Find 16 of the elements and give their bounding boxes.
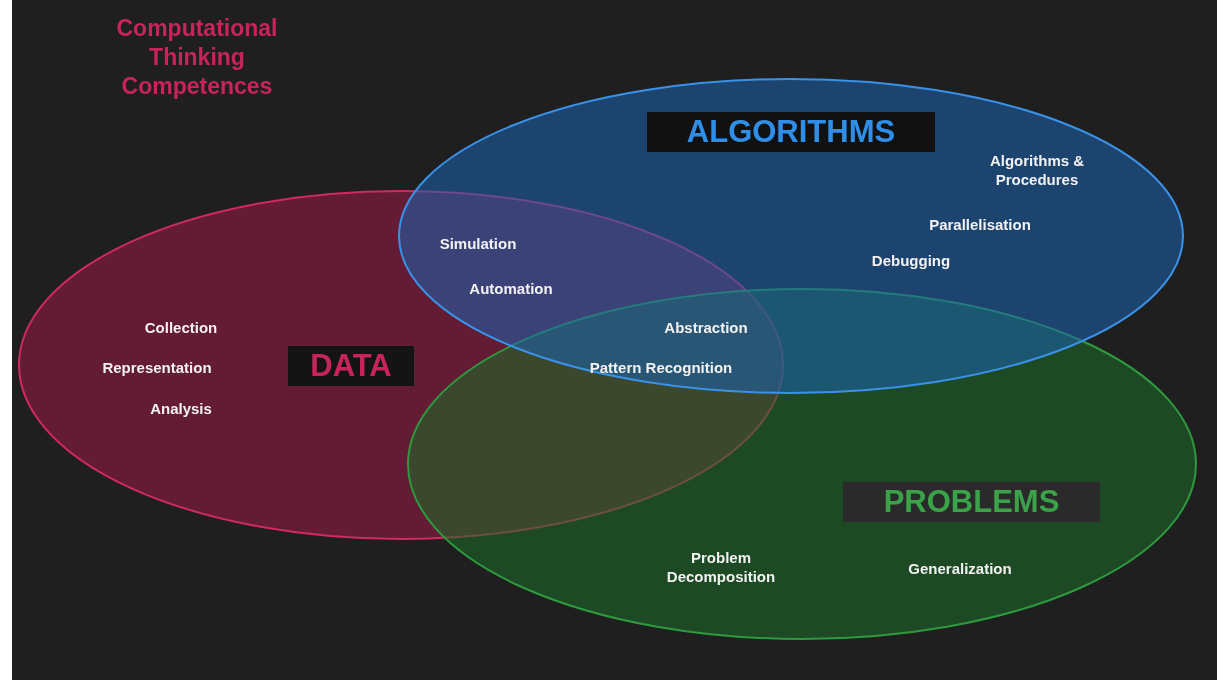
competence-label: Collection bbox=[144, 317, 218, 337]
competence-label: Automation bbox=[469, 278, 553, 298]
competence-label: Pattern Recognition bbox=[589, 357, 733, 377]
competence-label: Analysis bbox=[150, 398, 212, 418]
competence-label: Representation bbox=[102, 357, 212, 377]
set-heading: PROBLEMS bbox=[843, 482, 1100, 522]
competence-label: Generalization bbox=[908, 558, 1012, 578]
competence-label: Algorithms & Procedures bbox=[988, 151, 1086, 189]
competence-label: Problem Decomposition bbox=[665, 548, 777, 586]
competence-label: Parallelisation bbox=[929, 214, 1031, 234]
set-heading: ALGORITHMS bbox=[647, 112, 935, 152]
diagram-title: Computational Thinking Competences bbox=[115, 14, 279, 101]
competence-label: Debugging bbox=[871, 250, 951, 270]
competence-label: Abstraction bbox=[664, 317, 748, 337]
set-heading: DATA bbox=[288, 346, 414, 386]
competence-label: Simulation bbox=[439, 233, 517, 253]
